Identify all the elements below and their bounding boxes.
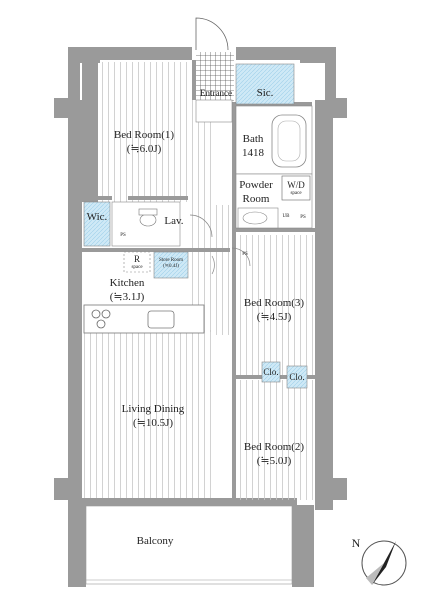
entrance-label: Entrance (200, 88, 232, 98)
ps-label-1: PS (120, 233, 126, 238)
toilet (139, 213, 157, 227)
shoe-closet-label: Sic. (256, 87, 274, 99)
wash-basin (237, 207, 279, 229)
bed-room-3-label: Bed Room(3)(≒4.5J) (243, 297, 305, 323)
closet-2-fill (286, 365, 308, 389)
entrance-tiles (196, 52, 234, 102)
stove-icon (91, 309, 111, 329)
wic-label: Wic. (86, 211, 108, 223)
balcony-area (85, 505, 293, 585)
bathtub (271, 114, 307, 168)
closet-2-label: Clo. (289, 372, 305, 382)
wood-floors (82, 62, 313, 500)
exterior-walls (54, 47, 347, 587)
shoe-closet-fill (235, 63, 295, 105)
closet-1-fill (261, 361, 281, 383)
kitchen-label: Kitchen(≒3.1J) (109, 277, 145, 303)
ps-label-3: PS (242, 252, 248, 257)
bed-room-1-label: Bed Room(1)(≒6.0J) (113, 129, 175, 155)
compass-icon (361, 540, 407, 586)
sink (147, 310, 175, 329)
ub-label: UB (282, 214, 290, 219)
bed-room-2-label: Bed Room(2)(≒5.0J) (243, 441, 305, 467)
store-room-label: Store Room(≒0.4J) (158, 258, 184, 269)
store-room-fill (153, 251, 189, 279)
balcony-label: Balcony (136, 535, 174, 547)
kitchen-counter (83, 304, 205, 334)
doors (189, 214, 251, 275)
wic-fill (83, 201, 111, 247)
ps-label-2: PS (300, 215, 306, 220)
lav-label: Lav. (164, 215, 184, 227)
closet-1-label: Clo. (263, 367, 279, 377)
entrance-door (195, 17, 229, 51)
living-dining-label: Living Dining(≒10.5J) (121, 403, 185, 429)
compass-north-label: N (351, 536, 361, 550)
